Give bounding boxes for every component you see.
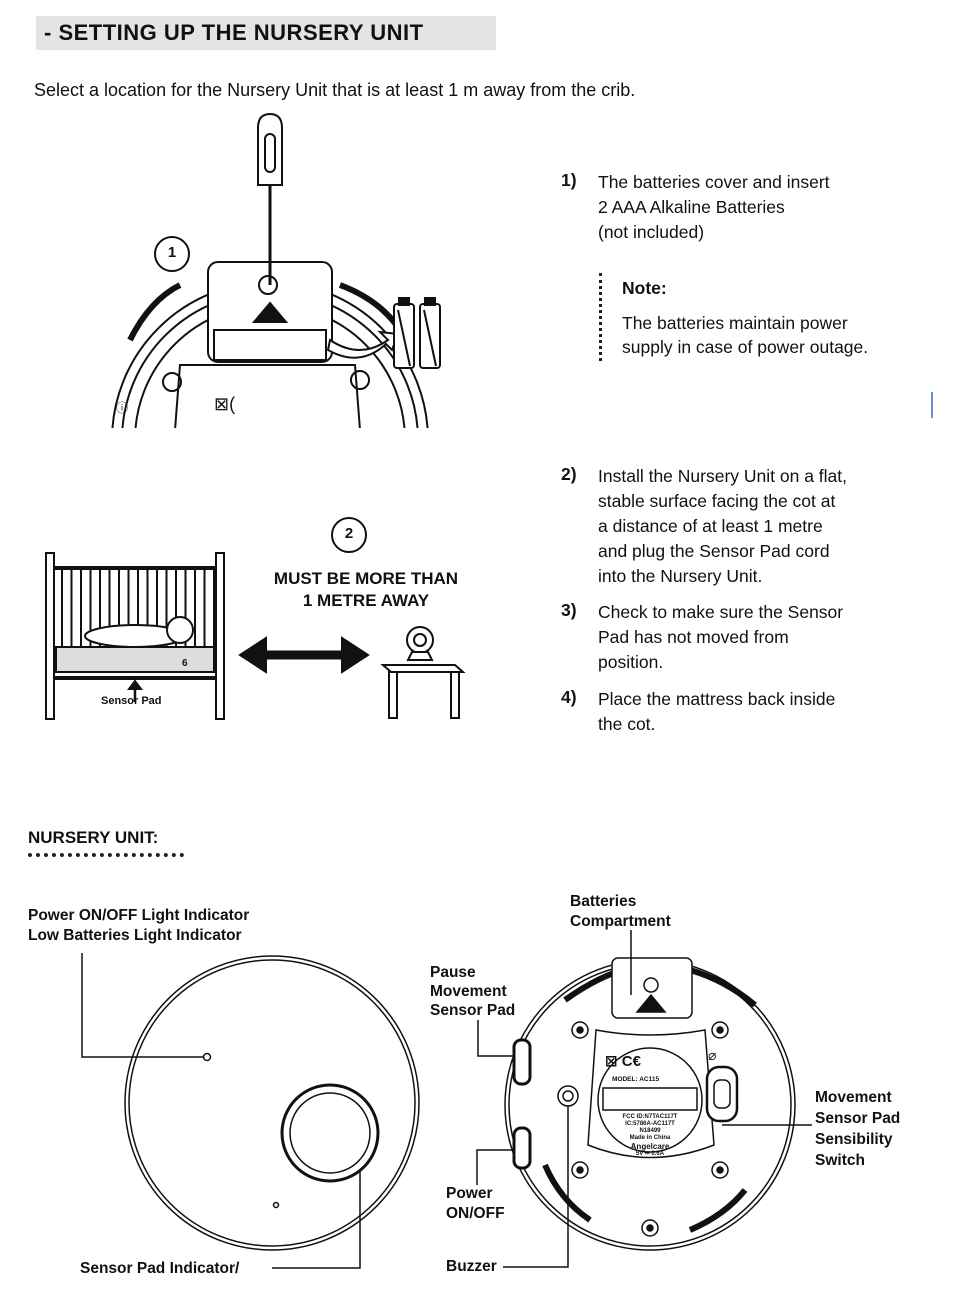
battery-cover-figure: ⊠( ⓘ bbox=[111, 112, 441, 428]
regulatory-line: 5V ⎓ 0.6A bbox=[635, 1151, 665, 1157]
section-title: NURSERY UNIT: bbox=[28, 828, 159, 847]
svg-text:⌀: ⌀ bbox=[708, 1047, 717, 1063]
sensibility-switch-label: Movement Sensor Pad Sensibility Switch bbox=[815, 1087, 900, 1171]
step-line: Place the mattress back inside bbox=[598, 689, 836, 709]
label-line: Power bbox=[446, 1185, 493, 1202]
label-line: Switch bbox=[815, 1152, 865, 1169]
nursery-unit-back: ⌀ bbox=[476, 930, 812, 1268]
step-badge-1: 1 bbox=[167, 244, 177, 261]
regulatory-text: FCC ID:N7TAC117T IC:5786A-AC117T N18499 … bbox=[618, 1114, 682, 1158]
wireless-icon: ⓘ bbox=[116, 401, 128, 415]
step-line: stable surface facing the cot at bbox=[598, 491, 836, 511]
text-cursor bbox=[931, 392, 933, 418]
buzzer-label: Buzzer bbox=[446, 1258, 497, 1275]
regulatory-line: N18499 bbox=[639, 1128, 661, 1134]
label-line: Low Batteries Light Indicator bbox=[28, 927, 242, 944]
heading-bar bbox=[36, 16, 496, 50]
step-number: 3) bbox=[561, 600, 577, 620]
curved-arrow-icon bbox=[326, 330, 400, 359]
step-line: The batteries cover and insert bbox=[598, 172, 830, 192]
label-line: Power ON/OFF Light Indicator bbox=[28, 907, 250, 924]
step-line: into the Nursery Unit. bbox=[598, 566, 763, 586]
regulatory-line: FCC ID:N7TAC117T bbox=[622, 1114, 678, 1120]
aaa-battery-icon bbox=[393, 297, 441, 369]
svg-text:⊠(: ⊠( bbox=[214, 394, 235, 414]
label-line: Compartment bbox=[570, 913, 671, 930]
regulatory-line: Made in China bbox=[629, 1135, 671, 1141]
regulatory-line: IC:5786A-AC117T bbox=[625, 1121, 675, 1127]
note-body: The batteries maintain power supply in c… bbox=[622, 311, 942, 359]
note-divider bbox=[599, 273, 602, 361]
power-onoff-label: Power ON/OFF bbox=[446, 1184, 505, 1224]
step-number: 1) bbox=[561, 170, 577, 190]
label-line: Sensor Pad bbox=[430, 1002, 516, 1019]
certification-marks: ⊠ C€ bbox=[605, 1053, 641, 1070]
distance-line: MUST BE MORE THAN bbox=[273, 569, 459, 588]
intro-text: Select a location for the Nursery Unit t… bbox=[34, 80, 636, 100]
step-line: the cot. bbox=[598, 714, 656, 734]
pause-label: Pause Movement Sensor Pad bbox=[430, 963, 515, 1020]
distance-line: 1 METRE AWAY bbox=[302, 591, 430, 610]
power-light-label: Power ON/OFF Light Indicator Low Batteri… bbox=[28, 906, 249, 946]
sensor-indicator-label: Sensor Pad Indicator/ bbox=[80, 1260, 240, 1277]
label-line: Pause bbox=[430, 964, 476, 981]
step-line: (not included) bbox=[598, 222, 705, 242]
sensor-pad-label: Sensor Pad bbox=[101, 695, 162, 707]
step-line: Install the Nursery Unit on a flat, bbox=[598, 466, 847, 486]
label-line: Movement bbox=[430, 983, 507, 1000]
double-arrow-icon bbox=[238, 636, 370, 674]
nursery-unit-front bbox=[81, 953, 420, 1269]
section-underline bbox=[28, 853, 184, 857]
label-line: Batteries bbox=[570, 893, 637, 910]
screwdriver-icon bbox=[257, 112, 283, 285]
table-icon bbox=[380, 664, 466, 719]
step-line: Pad has not moved from bbox=[598, 627, 789, 647]
label-line: Sensor Pad bbox=[815, 1110, 901, 1127]
step-line: and plug the Sensor Pad cord bbox=[598, 541, 830, 561]
step-line: 2 AAA Alkaline Batteries bbox=[598, 197, 785, 217]
pad-mark: 6 bbox=[182, 658, 188, 669]
step-number: 2) bbox=[561, 464, 577, 484]
label-line: Sensibility bbox=[815, 1131, 893, 1148]
model-text: MODEL: AC115 bbox=[612, 1076, 660, 1083]
note-line: supply in case of power outage. bbox=[622, 337, 869, 357]
crib-distance-figure bbox=[45, 517, 466, 720]
step-line: a distance of at least 1 metre bbox=[598, 516, 823, 536]
note-line: The batteries maintain power bbox=[622, 313, 848, 333]
note-title: Note: bbox=[622, 278, 667, 298]
distance-warning: MUST BE MORE THAN 1 METRE AWAY bbox=[248, 568, 484, 612]
step-number: 4) bbox=[561, 687, 577, 707]
step-badge-2: 2 bbox=[344, 525, 354, 542]
nursery-unit-icon bbox=[406, 626, 434, 661]
baby-icon bbox=[84, 616, 194, 648]
batteries-compartment-label: Batteries Compartment bbox=[570, 892, 671, 932]
label-line: ON/OFF bbox=[446, 1205, 505, 1222]
step-line: position. bbox=[598, 652, 664, 672]
brand-text: Angelcare bbox=[630, 1142, 670, 1151]
page-title: - SETTING UP THE NURSERY UNIT bbox=[44, 20, 424, 45]
label-line: Movement bbox=[815, 1089, 892, 1106]
step-line: Check to make sure the Sensor bbox=[598, 602, 844, 622]
